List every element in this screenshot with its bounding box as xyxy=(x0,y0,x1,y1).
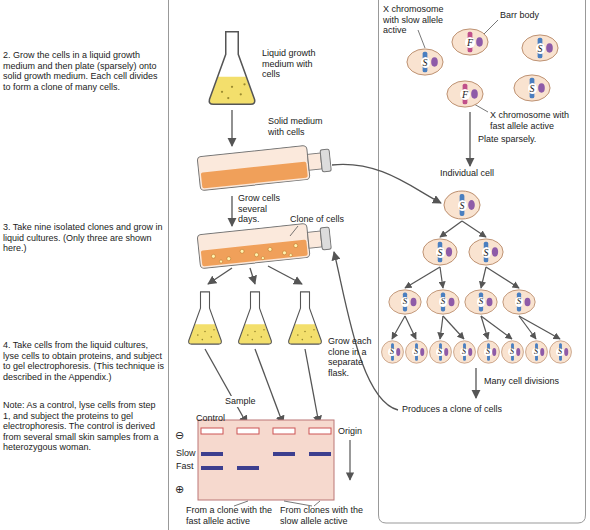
label: 3. Take nine isolated clones and grow in… xyxy=(3,222,165,254)
cell: F xyxy=(446,80,484,108)
cell: S xyxy=(513,74,551,102)
label: From a clone with the fast allele active xyxy=(186,505,276,526)
label: Solid medium with cells xyxy=(268,116,330,137)
label: Slow xyxy=(176,448,196,459)
allele-letter: F xyxy=(460,89,470,100)
label: Grow each clone in a separate flask. xyxy=(328,336,376,378)
label: Barr body xyxy=(500,10,539,21)
division-arrow xyxy=(440,316,443,339)
division-arrow xyxy=(440,221,462,237)
label: Liquid growth medium with cells xyxy=(262,48,320,80)
allele-letter: S xyxy=(482,247,491,258)
cell: S xyxy=(525,340,548,364)
allele-letter: S xyxy=(439,297,448,307)
cell: S xyxy=(464,289,498,315)
division-arrow xyxy=(481,316,512,339)
culture-flask xyxy=(209,32,255,105)
cell: S xyxy=(426,289,460,315)
solid-medium-bottle xyxy=(197,143,332,191)
allele-letter: S xyxy=(421,57,430,68)
cell: S xyxy=(388,289,422,315)
cell: S xyxy=(405,340,428,364)
allele-letter: F xyxy=(465,37,475,48)
clone-bottle xyxy=(197,221,332,269)
division-arrow xyxy=(519,316,536,339)
division-arrow xyxy=(481,267,486,288)
label: X chromosome with slow allele active xyxy=(383,4,453,36)
division-arrow xyxy=(405,267,440,288)
label: Plate sparsely. xyxy=(478,134,536,145)
cell: S xyxy=(502,289,536,315)
allele-letter: S xyxy=(401,297,410,307)
allele-letter: S xyxy=(458,200,467,211)
division-arrow xyxy=(519,316,560,339)
allele-letter: S xyxy=(515,297,524,307)
cell: S xyxy=(549,340,572,364)
label: ⊖ xyxy=(175,430,184,441)
label: Individual cell xyxy=(440,168,494,179)
label: X chromosome with fast allele active xyxy=(490,110,580,131)
cell: F xyxy=(451,28,489,56)
cell: S xyxy=(477,340,500,364)
cell: S xyxy=(381,340,404,364)
division-arrow xyxy=(481,316,488,339)
label: 4. Take cells from the liquid cultures, … xyxy=(3,340,165,382)
cell: S xyxy=(443,190,481,220)
label: Grow cells several days. xyxy=(238,193,286,225)
cell: S xyxy=(453,340,476,364)
label: From clones with the slow allele active xyxy=(280,505,374,526)
division-arrow xyxy=(405,316,416,339)
label: Many cell divisions xyxy=(484,376,559,387)
label: Produces a clone of cells xyxy=(402,404,502,415)
division-arrow xyxy=(462,221,486,237)
cell: S xyxy=(468,238,504,266)
label: Origin xyxy=(338,426,362,437)
label: Clone of cells xyxy=(290,214,360,225)
cell: S xyxy=(521,34,559,62)
cell: S xyxy=(501,340,524,364)
label: Note: As a control, lyse cells from step… xyxy=(3,400,165,453)
allele-letter: S xyxy=(528,83,537,94)
allele-letter: S xyxy=(536,43,545,54)
division-arrow xyxy=(440,267,443,288)
label: Fast xyxy=(176,461,194,472)
division-arrow xyxy=(392,316,405,339)
label: Sample xyxy=(224,396,257,407)
division-arrow xyxy=(486,267,519,288)
label: ⊕ xyxy=(175,484,184,495)
allele-letter: S xyxy=(477,297,486,307)
label: Control xyxy=(196,413,225,424)
cell: S xyxy=(429,340,452,364)
allele-letter: S xyxy=(436,247,445,258)
gel xyxy=(198,420,334,500)
panel-lines xyxy=(169,0,586,530)
division-arrow xyxy=(443,316,464,339)
cell: S xyxy=(422,238,458,266)
cell: S xyxy=(406,48,444,76)
label: 2. Grow the cells in a liquid growth med… xyxy=(3,50,165,92)
